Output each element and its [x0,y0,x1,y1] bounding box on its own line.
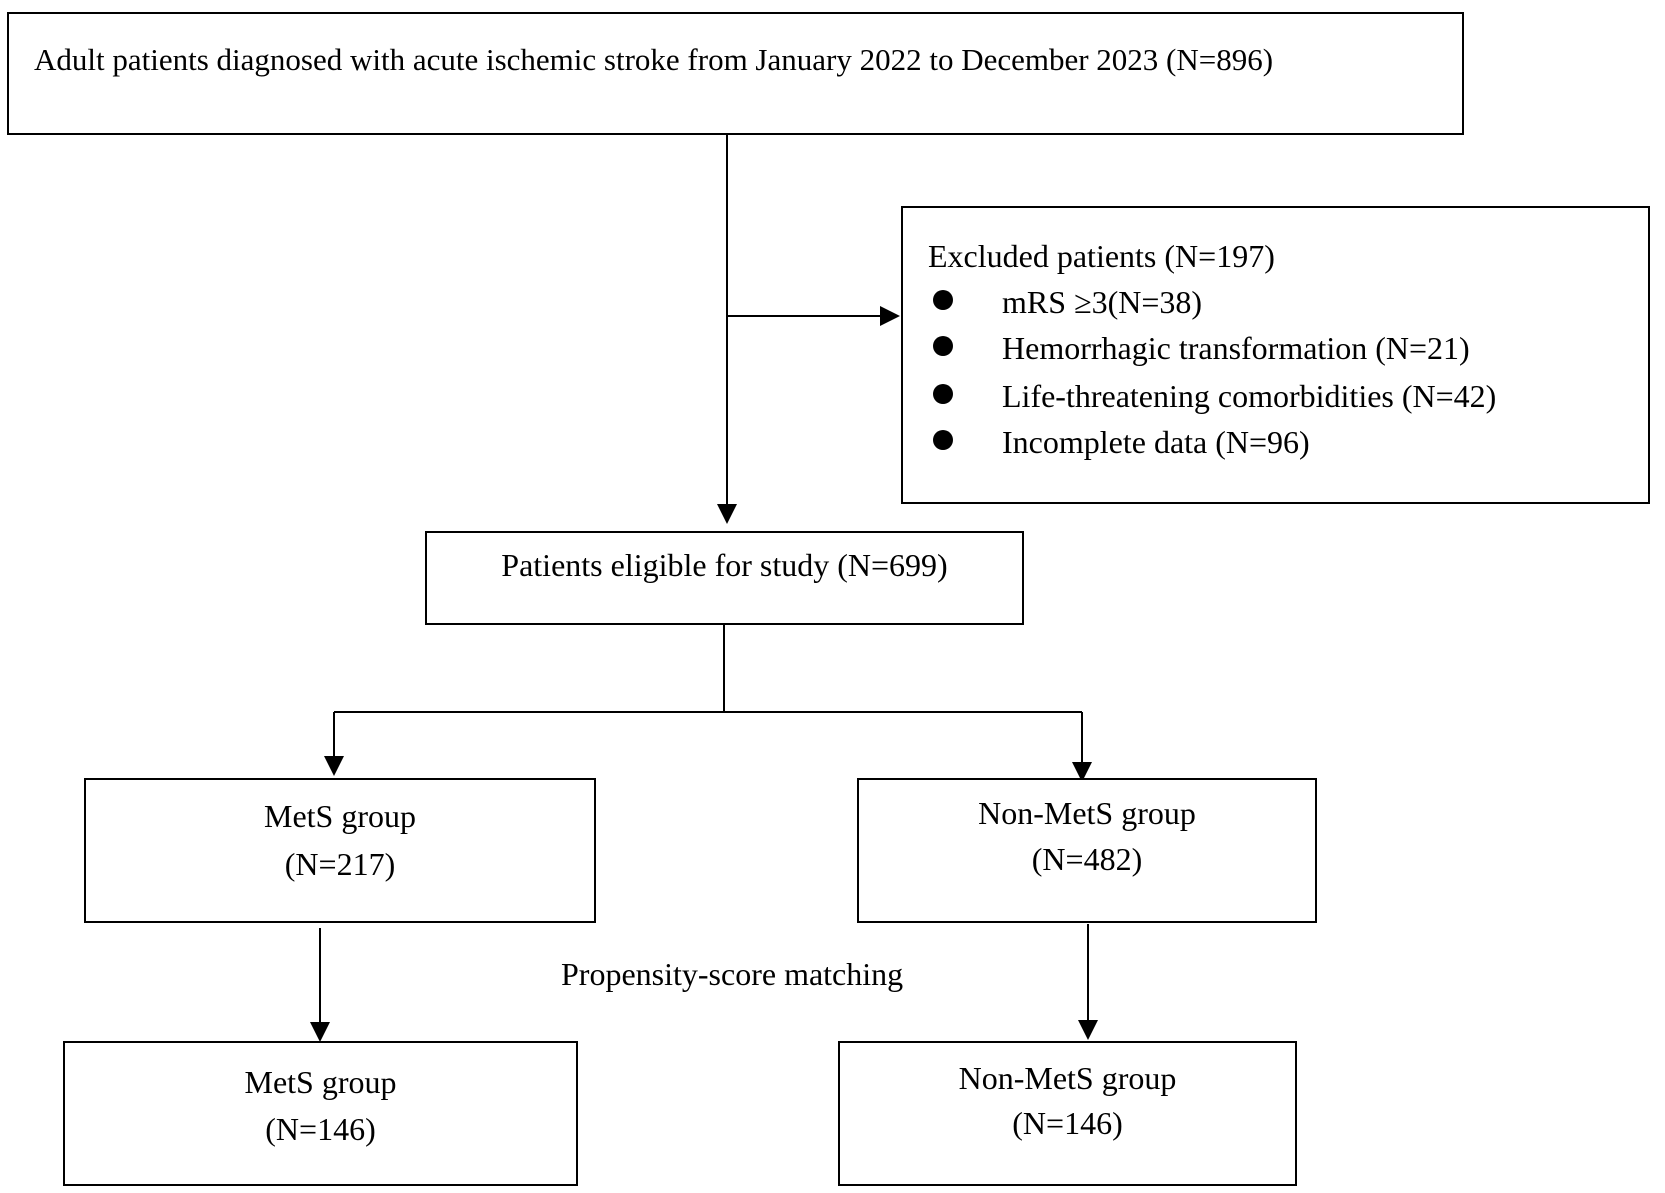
bullet-icon [933,290,953,310]
mets-matched-box: MetS group (N=146) [63,1041,578,1186]
eligible-box: Patients eligible for study (N=699) [425,531,1024,625]
excluded-item: mRS ≥3(N=38) [1002,284,1203,320]
excluded-item: Incomplete data (N=96) [1002,424,1310,460]
excluded-title: Excluded patients (N=197) [928,238,1275,274]
mets-matched-count: (N=146) [265,1111,376,1147]
mets-group-label: MetS group [264,798,416,834]
excluded-item: Hemorrhagic transformation (N=21) [1002,330,1470,366]
mets-matched-label: MetS group [244,1064,397,1100]
non-mets-matched-label: Non-MetS group [958,1060,1177,1096]
non-mets-group-count: (N=482) [1031,841,1143,877]
non-mets-matched-box: Non-MetS group (N=146) [838,1041,1297,1186]
excluded-item: Life-threatening comorbidities (N=42) [1002,378,1497,414]
top-box-text: Adult patients diagnosed with acute isch… [34,42,1274,77]
excluded-box: Excluded patients (N=197) mRS ≥3(N=38) H… [901,206,1650,504]
non-mets-group-label: Non-MetS group [978,795,1196,831]
mets-group-count: (N=217) [284,846,396,882]
eligible-text: Patients eligible for study (N=699) [501,547,948,583]
bullet-icon [933,430,953,450]
top-box: Adult patients diagnosed with acute isch… [7,12,1464,135]
matching-label: Propensity-score matching [561,956,904,992]
bullet-icon [933,384,953,404]
non-mets-group-box: Non-MetS group (N=482) [857,778,1317,923]
non-mets-matched-count: (N=146) [1012,1105,1123,1141]
mets-group-box: MetS group (N=217) [84,778,596,923]
bullet-icon [933,336,953,356]
